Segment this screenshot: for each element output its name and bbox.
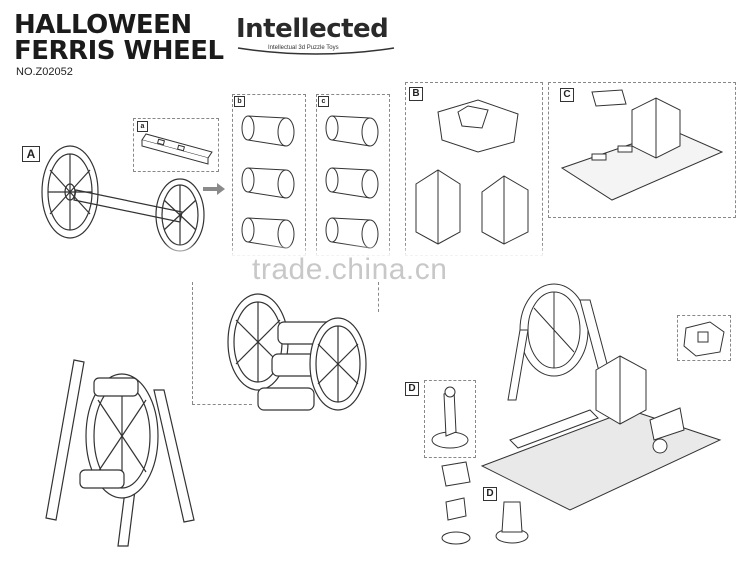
- illustration-d1-figure: [431, 386, 469, 449]
- brand-logo: Intellected: [236, 14, 389, 44]
- step-label-c-small: c: [318, 96, 329, 107]
- brand-swoosh: [237, 47, 395, 55]
- illustration-panel-c: [325, 115, 379, 249]
- illustration-panel-big-c: [560, 89, 724, 201]
- step-label-d-1: D: [405, 382, 419, 396]
- d1-frame: [424, 380, 476, 458]
- connector-left: [192, 282, 193, 404]
- step-label-d-2: D: [483, 487, 497, 501]
- illustration-wheel-assembly: [227, 293, 367, 411]
- connector-right: [378, 282, 379, 312]
- illustration-final-assembly: [480, 283, 722, 511]
- watermark-text: trade.china.cn: [252, 253, 448, 286]
- panel-big-c-frame: [548, 82, 736, 218]
- connector-bottom: [192, 404, 252, 405]
- illustration-side-part: [683, 321, 725, 357]
- step-label-a-small: a: [137, 121, 148, 132]
- step-label-c: C: [560, 88, 574, 102]
- right-arrow-icon: [203, 183, 225, 195]
- illustration-wheel-stand: [45, 359, 195, 547]
- title-line-1: HALLOWEEN: [14, 10, 192, 40]
- illustration-part-a: [141, 133, 213, 165]
- side-part-frame: [677, 315, 731, 361]
- model-number: NO.Z02052: [16, 66, 73, 78]
- brand-tagline: Intellectual 3d Puzzle Toys: [268, 45, 339, 51]
- illustration-d2-pieces: [441, 461, 471, 545]
- panel-a-part-frame: [133, 118, 219, 172]
- step-label-b-small: b: [234, 96, 245, 107]
- illustration-panel-b: [241, 115, 295, 249]
- watermark-band: [0, 243, 750, 293]
- illustration-panel-big-b: [415, 99, 529, 245]
- step-label-b: B: [409, 87, 423, 101]
- illustration-d2-figure: [495, 501, 529, 544]
- title-line-2: FERRIS WHEEL: [14, 36, 224, 66]
- step-label-a: A: [22, 146, 40, 162]
